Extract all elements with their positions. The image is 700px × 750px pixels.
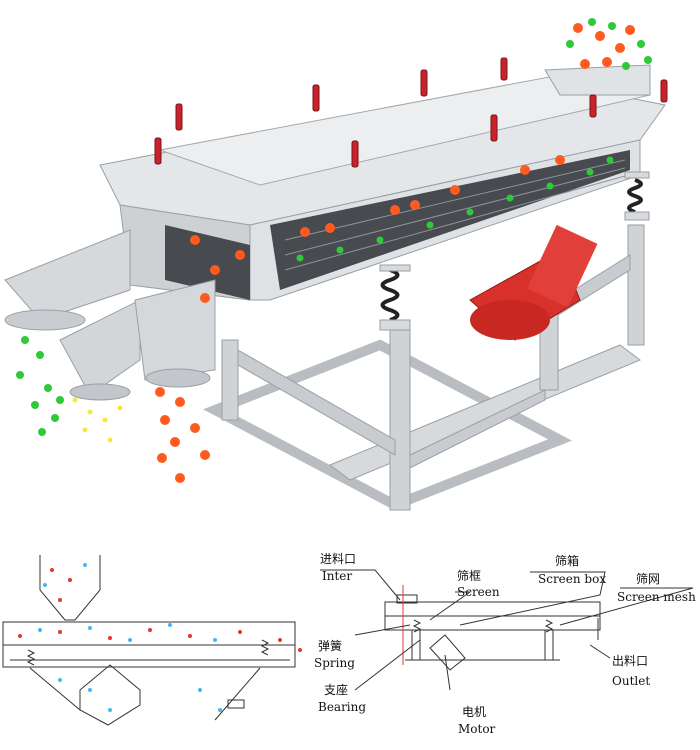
label-frame-en: Screen [457, 585, 500, 599]
labeled-schematic: 进料口 Inter 筛框 Screen 筛箱 Screen box 筛网 Scr… [314, 552, 696, 736]
label-box-cn: 筛箱 [555, 553, 579, 568]
spring-icon [380, 178, 643, 322]
label-frame-cn: 筛框 [457, 568, 481, 583]
label-outlet-cn: 出料口 [612, 654, 648, 668]
label-spring-cn: 弹簧 [318, 638, 342, 653]
label-box-en: Screen box [538, 572, 606, 586]
label-motor-en: Motor [458, 722, 496, 736]
material-particles [16, 18, 652, 483]
label-inlet-en: Inter [322, 569, 352, 583]
spring-icon [412, 619, 554, 633]
label-outlet-en: Outlet [612, 674, 650, 688]
label-motor-cn: 电机 [462, 705, 486, 719]
label-mesh-cn: 筛网 [636, 571, 660, 586]
side-schematic [2, 555, 302, 726]
motor-icon [469, 224, 598, 341]
label-inlet-cn: 进料口 [320, 552, 356, 566]
label-mesh-en: Screen mesh [617, 590, 696, 604]
spring-icon [26, 639, 270, 666]
label-bearing-en: Bearing [318, 700, 366, 714]
clamp-handles [154, 57, 668, 168]
label-spring-en: Spring [314, 656, 355, 670]
label-bearing-cn: 支座 [324, 682, 348, 697]
machine-illustration [4, 18, 668, 511]
base-frame [203, 224, 645, 511]
screen-box-body [4, 64, 666, 401]
